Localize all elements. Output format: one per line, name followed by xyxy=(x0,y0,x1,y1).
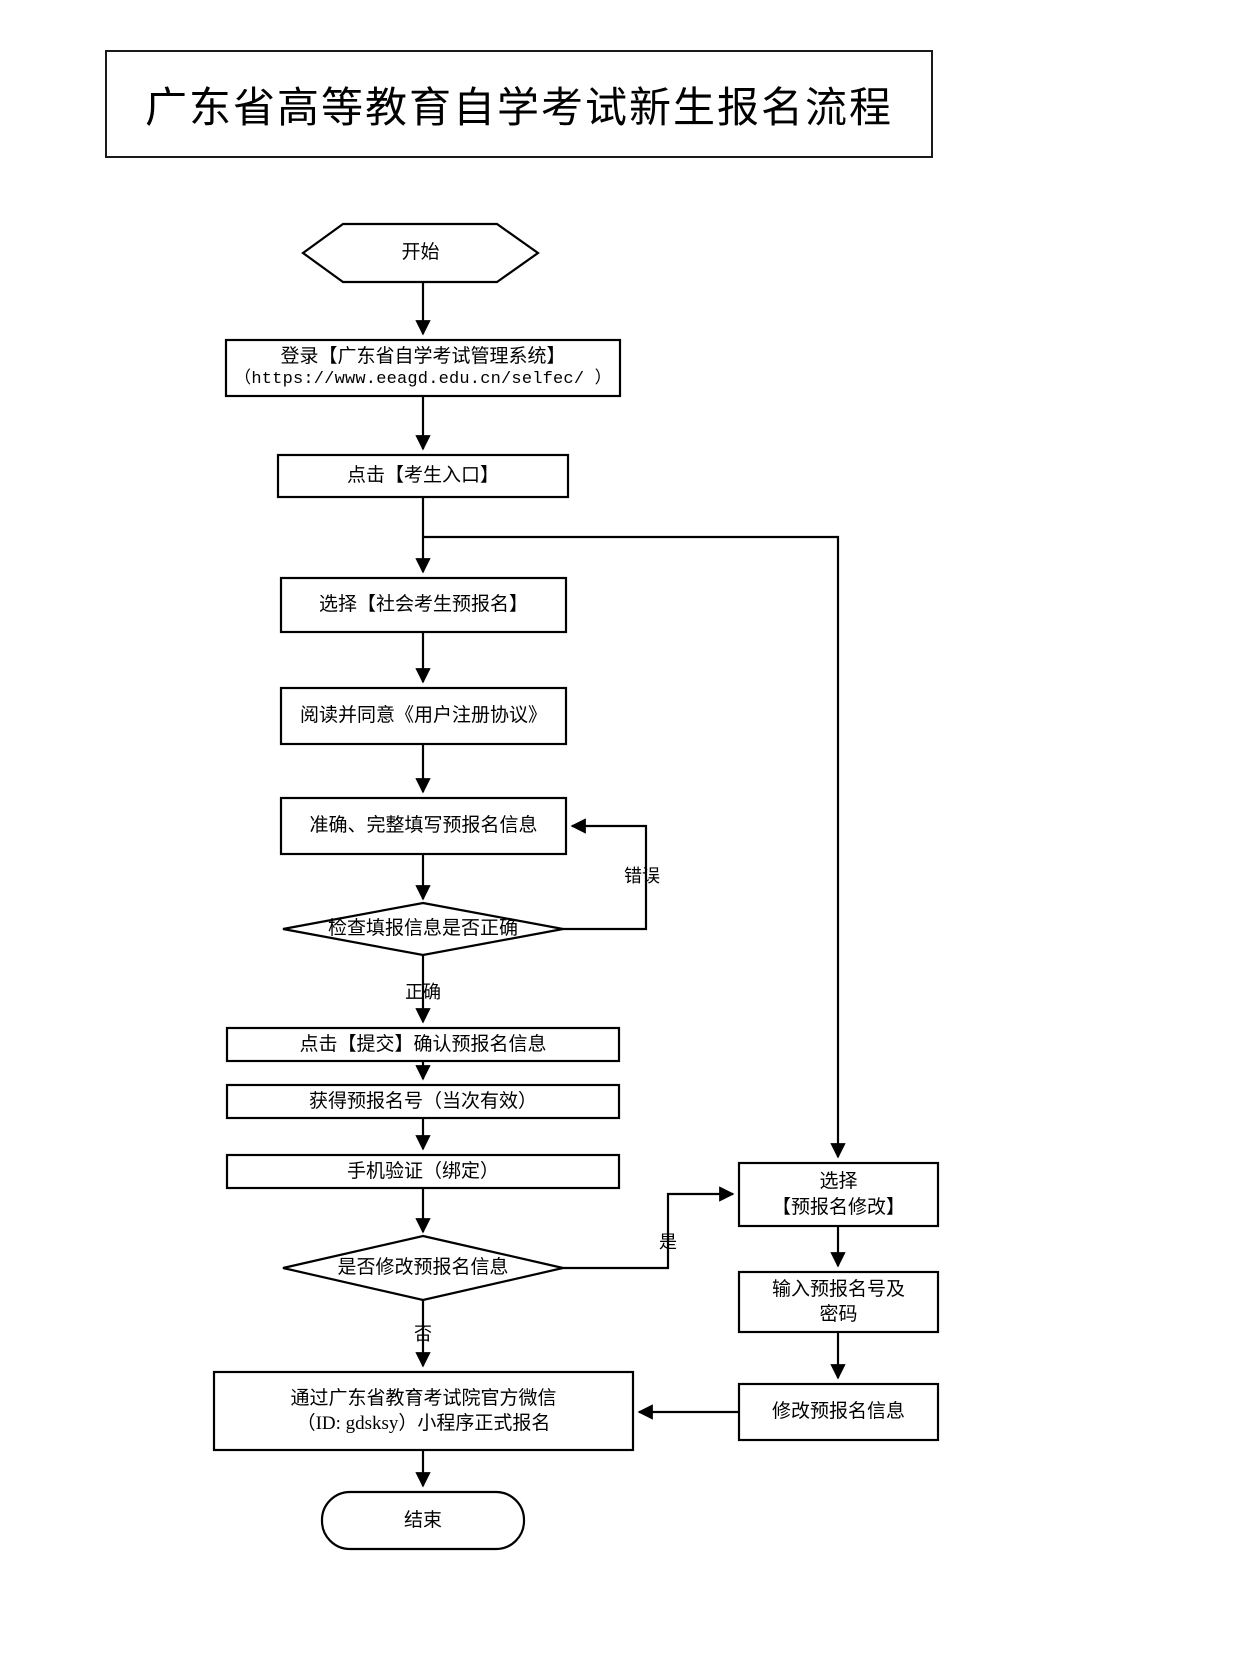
node-submit-shape xyxy=(225,1026,621,1063)
node-modify-q-shape xyxy=(282,1234,564,1302)
node-login-shape xyxy=(224,338,622,398)
page-title: 广东省高等教育自学考试新生报名流程 xyxy=(144,85,893,132)
node-end-shape xyxy=(320,1490,526,1551)
connector-check-error-loop xyxy=(563,818,648,931)
node-phone-verify-shape xyxy=(225,1153,621,1190)
node-fill-info-shape xyxy=(279,796,568,856)
node-agreement-shape xyxy=(279,686,568,746)
title-banner: 广东省高等教育自学考试新生报名流程 xyxy=(105,50,933,158)
edge-label-no: 否 xyxy=(414,1324,432,1344)
edge-label-error: 错误 xyxy=(624,866,660,886)
connector-modifyq-yes xyxy=(563,1186,735,1270)
connector-entry-to-right-column xyxy=(423,535,846,1159)
node-wechat-shape xyxy=(212,1370,635,1452)
edge-label-correct: 正确 xyxy=(405,982,441,1002)
node-choose-edit-shape xyxy=(737,1161,940,1228)
node-start-shape xyxy=(301,222,540,284)
node-check-info-shape xyxy=(282,901,564,957)
node-input-creds-shape xyxy=(737,1270,940,1334)
node-entry-shape xyxy=(276,453,570,499)
node-get-number-shape xyxy=(225,1083,621,1120)
edge-label-yes: 是 xyxy=(659,1232,677,1252)
node-pre-register-shape xyxy=(279,576,568,634)
node-modify-info-shape xyxy=(737,1382,940,1442)
